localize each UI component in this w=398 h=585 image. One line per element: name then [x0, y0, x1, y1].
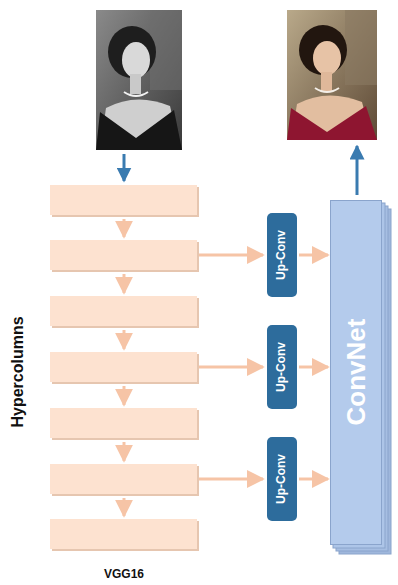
upconv-box: Up-Conv	[267, 325, 297, 409]
upconv-box: Up-Conv	[267, 213, 297, 297]
output-arrow	[356, 146, 359, 195]
node-label: Up-Conv	[275, 342, 288, 392]
node-label: Up-Conv	[275, 454, 288, 504]
convnet-box: ConvNet	[330, 200, 382, 545]
vgg-layers	[50, 185, 199, 551]
layer-arrows	[123, 219, 126, 516]
node-label: Up-Conv	[275, 230, 288, 280]
network-name: VGG16	[104, 568, 144, 581]
input-arrow	[123, 154, 126, 181]
feature-arrow	[299, 366, 328, 369]
node-label: ConvNet	[342, 319, 371, 426]
feature-arrow	[299, 254, 328, 257]
colorized-photo	[287, 10, 377, 140]
feature-arrow	[299, 478, 328, 481]
side-title: Hypercolumns	[9, 316, 27, 427]
upconv-box: Up-Conv	[267, 437, 297, 521]
tap-arrows	[199, 255, 263, 479]
grayscale-photo	[96, 10, 182, 150]
